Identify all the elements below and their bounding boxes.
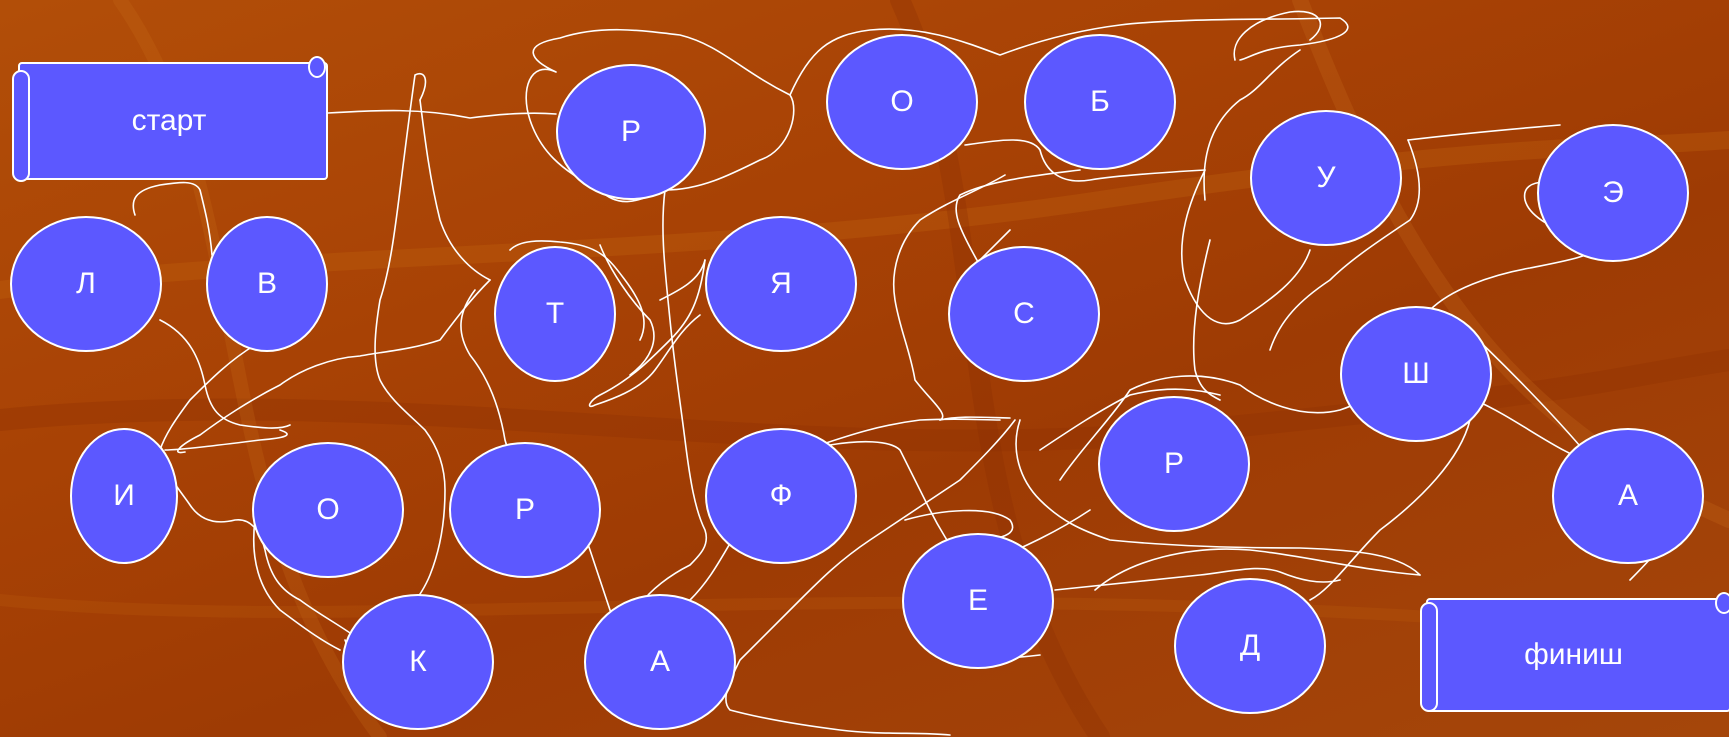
start-scroll[interactable]: старт: [10, 56, 328, 182]
node-r-right[interactable]: Р: [1098, 396, 1250, 532]
node-u[interactable]: У: [1250, 110, 1402, 246]
node-a-bottom[interactable]: А: [584, 594, 736, 730]
node-t[interactable]: Т: [494, 246, 616, 382]
node-d-letter: Д: [1239, 629, 1261, 662]
node-r-mid-letter: Р: [514, 493, 535, 526]
node-k[interactable]: К: [342, 594, 494, 730]
node-b-letter: Б: [1090, 85, 1110, 118]
start-scroll-body: [18, 62, 328, 180]
node-k-letter: К: [409, 645, 427, 678]
node-o-bottom[interactable]: О: [252, 442, 404, 578]
finish-scroll-body: [1426, 598, 1729, 712]
node-a-right-letter: А: [1617, 479, 1638, 512]
node-sh[interactable]: Ш: [1340, 306, 1492, 442]
finish-label: финиш: [1524, 638, 1623, 671]
node-r-top-letter: Р: [620, 115, 641, 148]
node-s[interactable]: С: [948, 246, 1100, 382]
start-scroll-left-roll: [12, 70, 30, 182]
node-s-letter: С: [1013, 297, 1035, 330]
node-e-cyr-letter: Э: [1602, 176, 1624, 209]
node-d[interactable]: Д: [1174, 578, 1326, 714]
node-r-mid[interactable]: Р: [449, 442, 601, 578]
node-l[interactable]: Л: [10, 216, 162, 352]
node-e-cyr[interactable]: Э: [1537, 124, 1689, 262]
node-a-right[interactable]: А: [1552, 428, 1704, 564]
node-r-right-letter: Р: [1163, 447, 1184, 480]
node-b[interactable]: Б: [1024, 34, 1176, 170]
finish-scroll[interactable]: финиш: [1418, 592, 1729, 712]
start-scroll-top-curl: [308, 56, 326, 78]
node-ie-letter: Е: [967, 584, 988, 617]
node-v-letter: В: [256, 267, 277, 300]
node-o-top[interactable]: О: [826, 34, 978, 170]
node-f[interactable]: Ф: [705, 428, 857, 564]
node-sh-letter: Ш: [1402, 357, 1430, 390]
node-a-bottom-letter: А: [649, 645, 670, 678]
finish-scroll-left-roll: [1420, 602, 1438, 712]
node-t-letter: Т: [545, 297, 565, 330]
node-i-letter: И: [113, 479, 135, 512]
node-ie[interactable]: Е: [902, 533, 1054, 669]
node-ya-letter: Я: [770, 267, 792, 300]
start-label: старт: [131, 104, 207, 137]
node-l-letter: Л: [76, 267, 96, 300]
node-f-letter: Ф: [769, 479, 793, 512]
node-i[interactable]: И: [70, 428, 178, 564]
node-o-top-letter: О: [890, 85, 914, 118]
node-o-bottom-letter: О: [316, 493, 340, 526]
finish-scroll-top-curl: [1715, 592, 1729, 614]
node-v[interactable]: В: [206, 216, 328, 352]
node-u-letter: У: [1316, 161, 1336, 194]
node-ya[interactable]: Я: [705, 216, 857, 352]
node-r-top[interactable]: Р: [556, 64, 706, 200]
